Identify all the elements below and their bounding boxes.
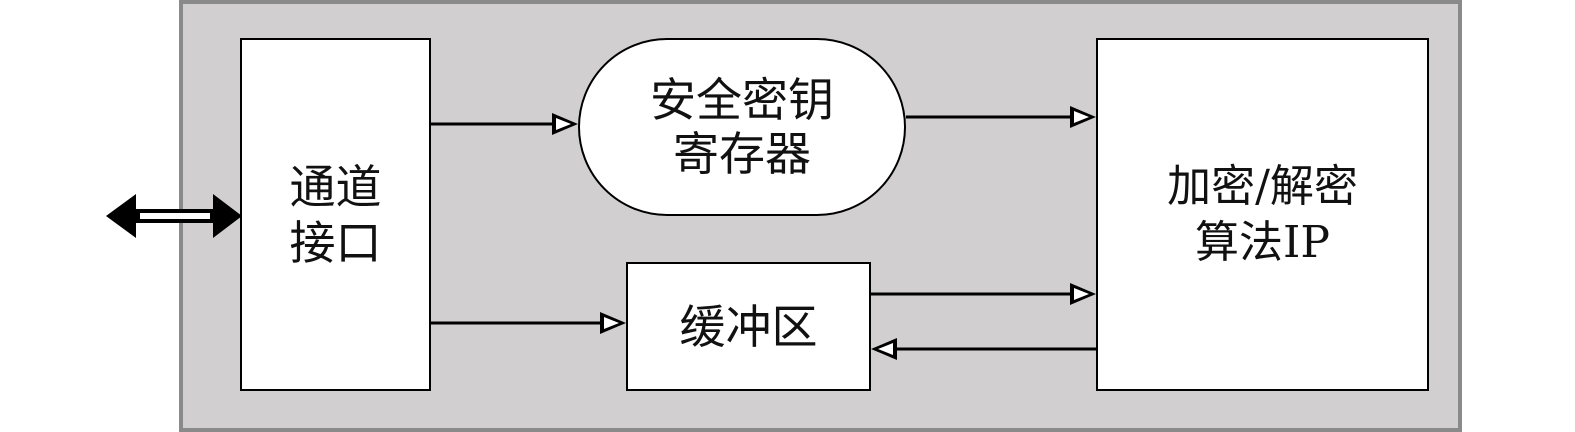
key-register-label-line1: 安全密钥 xyxy=(650,73,834,127)
key-register-label-line2: 寄存器 xyxy=(673,127,811,181)
crypto-label-line1: 加密/解密 xyxy=(1167,160,1358,212)
channel-interface-label-line2: 接口 xyxy=(289,215,382,270)
channel-interface-block: 通道 接口 xyxy=(240,38,431,391)
buffer-label: 缓冲区 xyxy=(679,299,818,354)
crypto-label-line2: 算法IP xyxy=(1194,216,1330,268)
channel-interface-label-line1: 通道 xyxy=(289,159,382,214)
secure-key-register-block: 安全密钥 寄存器 xyxy=(578,38,906,216)
crypto-algorithm-ip-block: 加密/解密 算法IP xyxy=(1096,38,1429,391)
buffer-block: 缓冲区 xyxy=(626,262,871,391)
